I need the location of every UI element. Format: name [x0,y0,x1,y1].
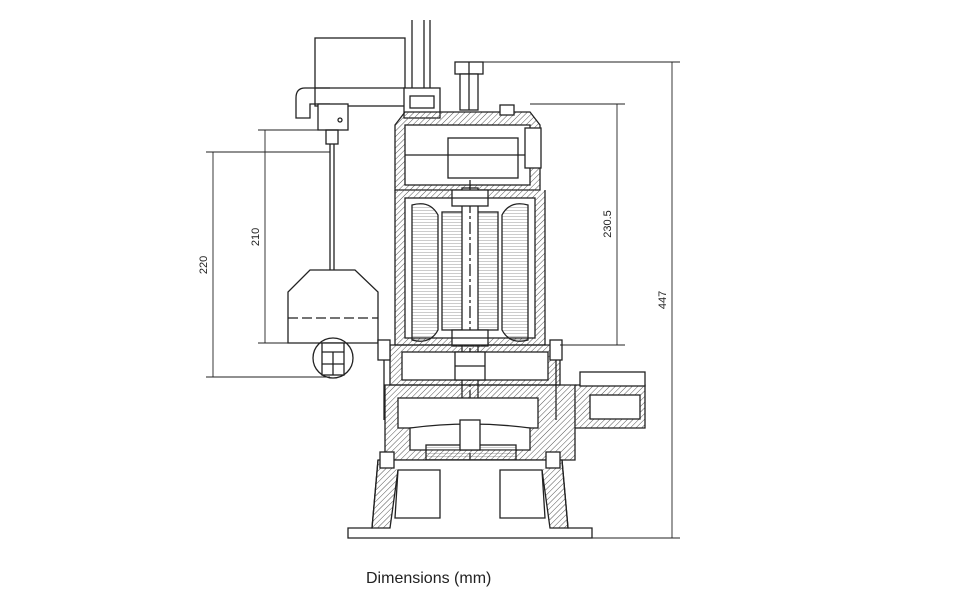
dimension-lines [206,61,680,539]
dimension-label-motor-section: 230.5 [602,210,614,238]
dimension-labels: 447 230.5 210 220 [198,210,669,309]
dimension-label-overall-height: 447 [657,291,669,309]
dimension-label-float-inner: 210 [250,228,262,246]
dimension-label-float-outer: 220 [198,256,210,274]
pump-body [347,61,646,539]
float-switch [287,20,431,379]
figure-caption: Dimensions (mm) [366,570,492,587]
